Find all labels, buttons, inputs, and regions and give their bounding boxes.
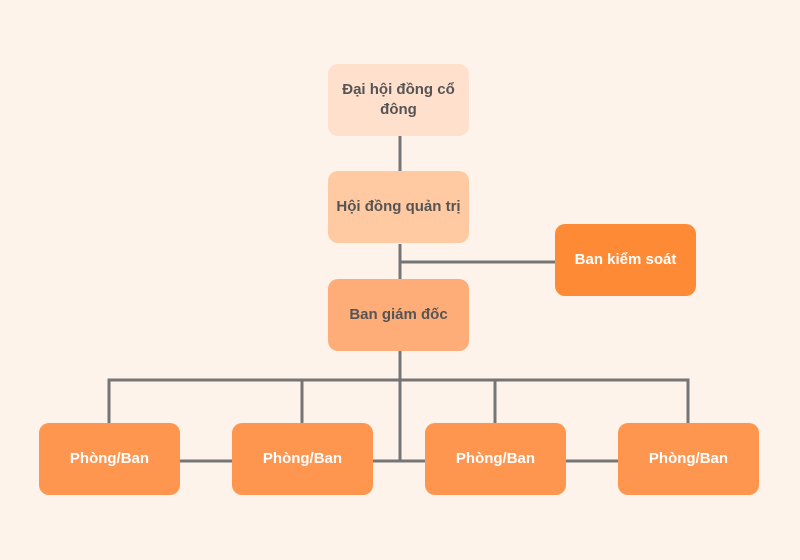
node-board: Hội đồng quản trị [328, 171, 469, 243]
node-label: Đại hội đồng cổ đông [342, 81, 455, 118]
node-label: Hội đồng quản trị [336, 198, 461, 215]
node-department: Phòng/Ban [232, 423, 373, 495]
node-label: Phòng/Ban [648, 450, 729, 467]
node-label: Phòng/Ban [69, 450, 150, 467]
node-label: Phòng/Ban [262, 450, 343, 467]
node-label: Ban kiểm soát [574, 251, 677, 268]
node-directors: Ban giám đốc [328, 279, 469, 351]
node-department: Phòng/Ban [425, 423, 566, 495]
node-department: Phòng/Ban [618, 423, 759, 495]
department-bus [107, 378, 690, 423]
node-label: Phòng/Ban [455, 450, 536, 467]
node-department: Phòng/Ban [39, 423, 180, 495]
node-label: Ban giám đốc [349, 306, 448, 323]
node-shareholders: Đại hội đồng cổ đông [328, 64, 469, 136]
node-supervisory: Ban kiểm soát [555, 224, 696, 296]
